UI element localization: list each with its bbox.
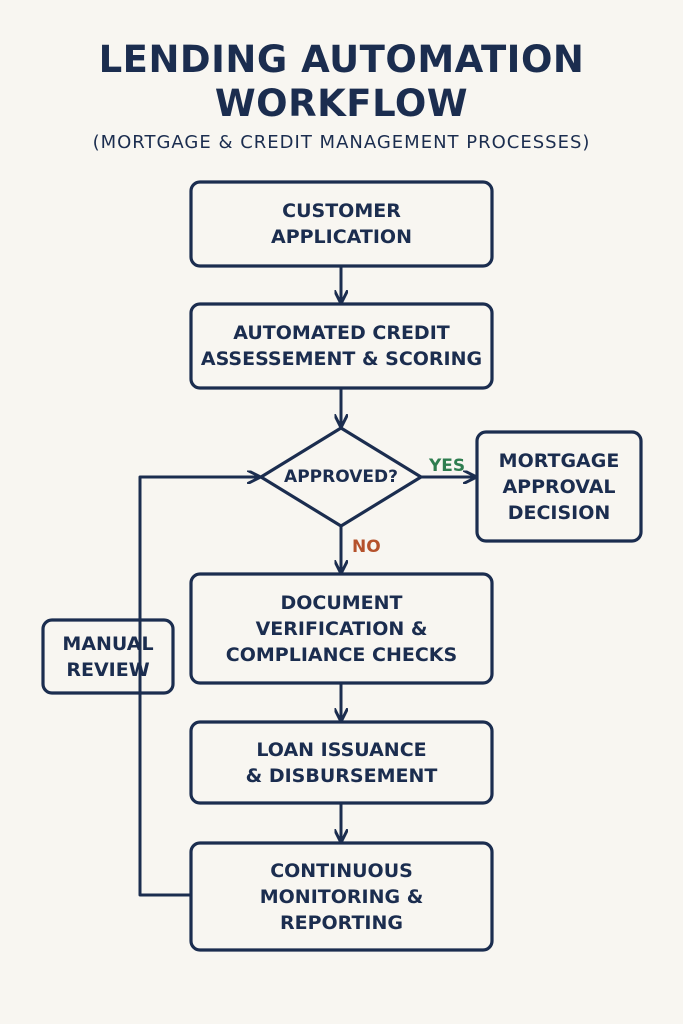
node-label-line: & DISBURSEMENT <box>245 764 438 787</box>
node-label-line: COMPLIANCE CHECKS <box>225 643 458 666</box>
node-credit-assessment: AUTOMATED CREDIT ASSESSEMENT & SCORING <box>191 304 492 388</box>
node-approved-decision: APPROVED? <box>261 464 421 490</box>
node-mortgage-approval-shape <box>475 430 643 543</box>
node-label-line: REPORTING <box>280 911 403 934</box>
node-label-line: DOCUMENT <box>280 591 403 614</box>
node-manual-review-shape <box>41 618 175 695</box>
node-label-line: MANUAL <box>62 632 154 655</box>
node-label-line: CONTINUOUS <box>270 859 413 882</box>
node-manual-review: MANUAL REVIEW <box>43 620 173 693</box>
edge-monitoring-to-decision-loop <box>138 477 258 897</box>
diagram-title-line-2: WORKFLOW <box>214 82 469 125</box>
node-label-line: AUTOMATED CREDIT <box>233 322 450 344</box>
node-label-line: VERIFICATION & <box>255 617 428 640</box>
node-label-line: MORTGAGE <box>498 449 620 472</box>
diagram-subtitle: (MORTGAGE & CREDIT MANAGEMENT PROCESSES) <box>92 132 591 153</box>
node-loan-issuance: LOAN ISSUANCE & DISBURSEMENT <box>191 722 492 803</box>
node-customer-application: CUSTOMER APPLICATION <box>191 182 492 266</box>
node-monitoring: CONTINUOUS MONITORING & REPORTING <box>191 843 492 950</box>
node-label-line: MONITORING & <box>259 885 424 908</box>
node-label-line: CUSTOMER <box>282 200 401 222</box>
node-mortgage-approval: MORTGAGE APPROVAL DECISION <box>477 432 641 541</box>
node-label-line: APPROVED? <box>284 467 398 487</box>
node-label-line: APPROVAL <box>502 475 616 498</box>
node-label-line: LOAN ISSUANCE <box>256 738 427 761</box>
node-label-line: APPLICATION <box>271 226 412 248</box>
node-label-line: ASSESSEMENT & SCORING <box>200 348 483 370</box>
diagram-title-line-1: LENDING AUTOMATION <box>98 38 585 81</box>
node-document-verification: DOCUMENT VERIFICATION & COMPLIANCE CHECK… <box>191 574 492 683</box>
edge-label-yes: YES <box>429 456 466 476</box>
edge-label-no: NO <box>352 537 381 557</box>
node-label-line: REVIEW <box>66 658 150 681</box>
node-label-line: DECISION <box>507 501 611 524</box>
